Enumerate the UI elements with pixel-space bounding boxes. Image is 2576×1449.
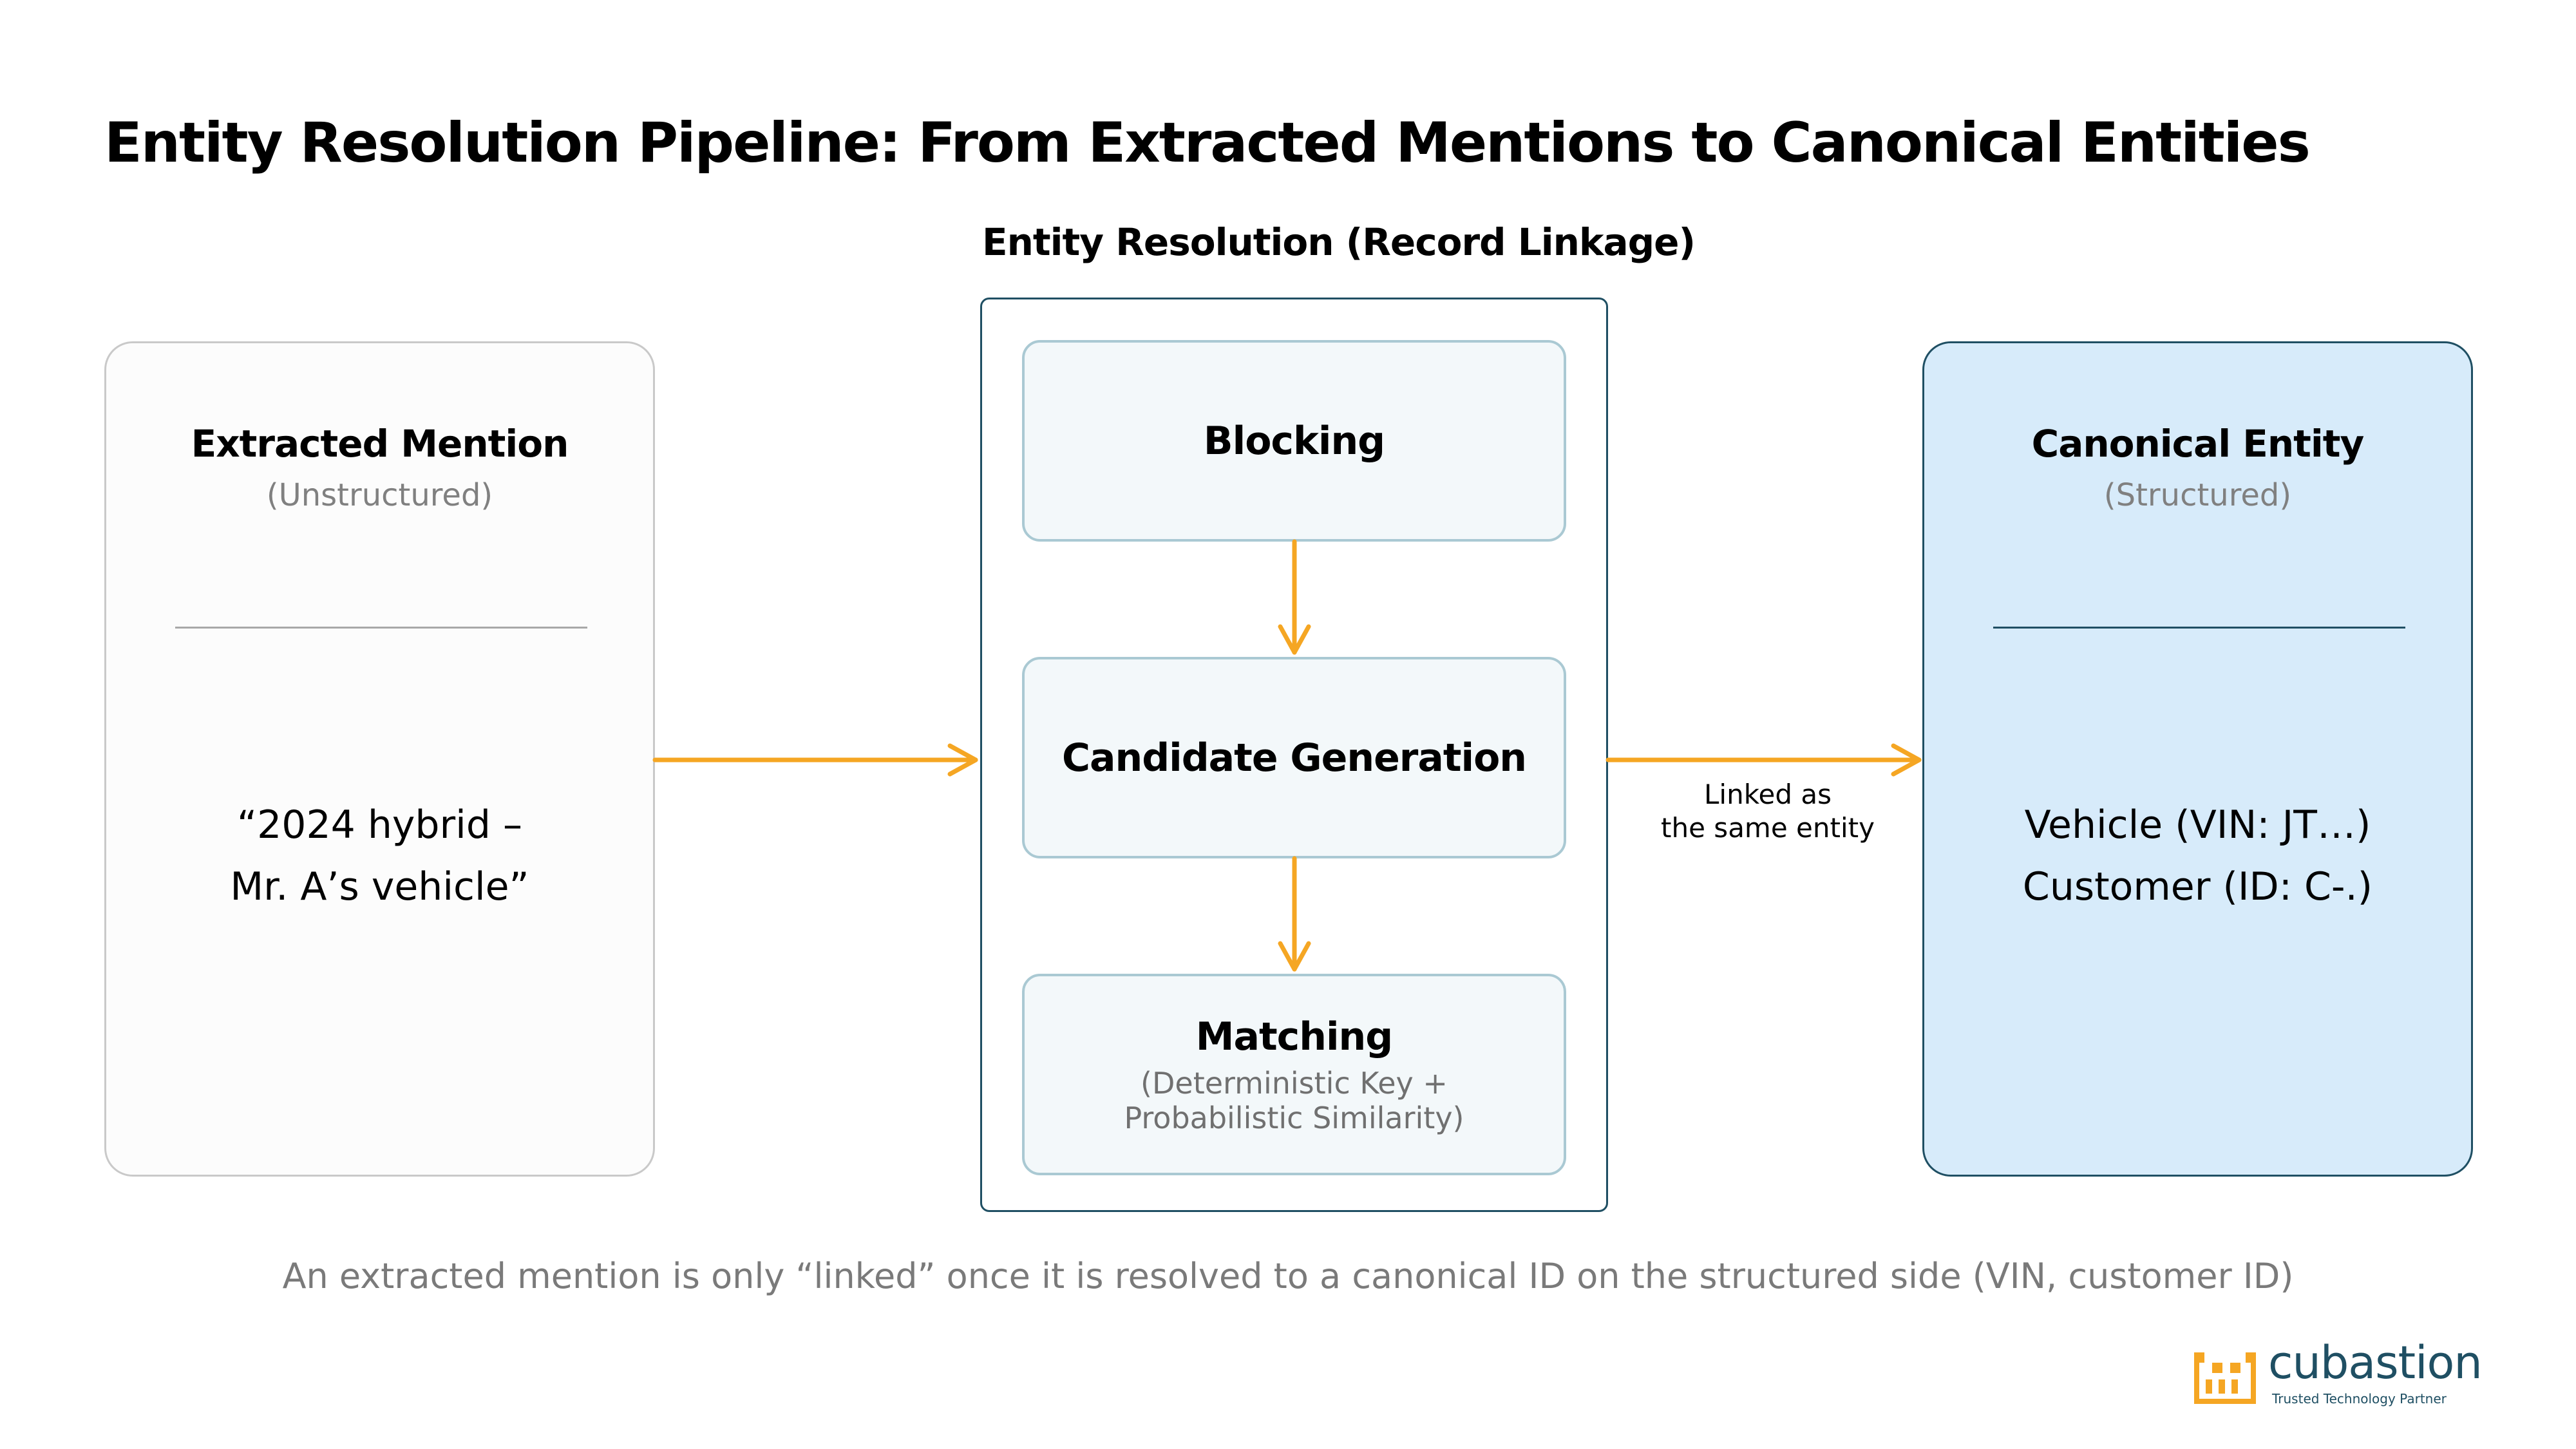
caption: An extracted mention is only “linked” on…	[282, 1256, 2294, 1296]
extracted-mention-body: “2024 hybrid – Mr. A’s vehicle”	[106, 794, 653, 918]
extracted-mention-panel: Extracted Mention (Unstructured) “2024 h…	[104, 341, 655, 1177]
canonical-entity-line-2: Customer (ID: C-.)	[2022, 864, 2373, 909]
cubastion-logo-icon	[2194, 1352, 2256, 1404]
canonical-entity-heading-group: Canonical Entity (Structured)	[1924, 422, 2471, 513]
step-candidate-generation: Candidate Generation	[1022, 657, 1566, 858]
canonical-entity-subheading: (Structured)	[2103, 477, 2292, 513]
link-label-line-2: the same entity	[1661, 812, 1875, 844]
step-matching-subheading-line-1: (Deterministic Key +	[1141, 1065, 1448, 1101]
canonical-entity-body: Vehicle (VIN: JT…) Customer (ID: C-.)	[1924, 794, 2471, 918]
canonical-entity-heading: Canonical Entity	[2031, 422, 2365, 466]
step-matching-subheading-line-2: Probabilistic Similarity)	[1124, 1100, 1464, 1135]
page-title: Entity Resolution Pipeline: From Extract…	[104, 111, 2311, 175]
extracted-mention-line-1: “2024 hybrid –	[237, 802, 522, 848]
step-matching-heading: Matching	[1195, 1014, 1393, 1059]
extracted-mention-heading: Extracted Mention	[191, 422, 569, 466]
link-label-line-1: Linked as	[1704, 779, 1832, 810]
extracted-mention-heading-group: Extracted Mention (Unstructured)	[106, 422, 653, 513]
cubastion-logo-name: cubastion	[2268, 1336, 2483, 1389]
canonical-entity-line-1: Vehicle (VIN: JT…)	[2024, 802, 2371, 848]
arrow-resolution-to-canonical	[1605, 743, 1922, 777]
cubastion-logo: cubastion Trusted Technology Partner	[2190, 1336, 2483, 1420]
extracted-mention-divider	[175, 627, 587, 629]
arrow-mention-to-resolution	[652, 743, 978, 777]
step-candidate-generation-heading: Candidate Generation	[1061, 735, 1527, 781]
extracted-mention-subheading: (Unstructured)	[266, 477, 493, 513]
extracted-mention-line-2: Mr. A’s vehicle”	[230, 864, 529, 909]
canonical-entity-divider	[1993, 627, 2405, 629]
cubastion-logo-tagline: Trusted Technology Partner	[2272, 1391, 2447, 1406]
step-matching-subheading: (Deterministic Key + Probabilistic Simil…	[1124, 1066, 1464, 1135]
link-label: Linked as the same entity	[1645, 778, 1890, 845]
section-title: Entity Resolution (Record Linkage)	[982, 220, 1696, 264]
canonical-entity-panel: Canonical Entity (Structured) Vehicle (V…	[1922, 341, 2473, 1177]
step-blocking: Blocking	[1022, 340, 1566, 542]
step-matching: Matching (Deterministic Key + Probabilis…	[1022, 974, 1566, 1175]
step-blocking-heading: Blocking	[1203, 418, 1385, 464]
